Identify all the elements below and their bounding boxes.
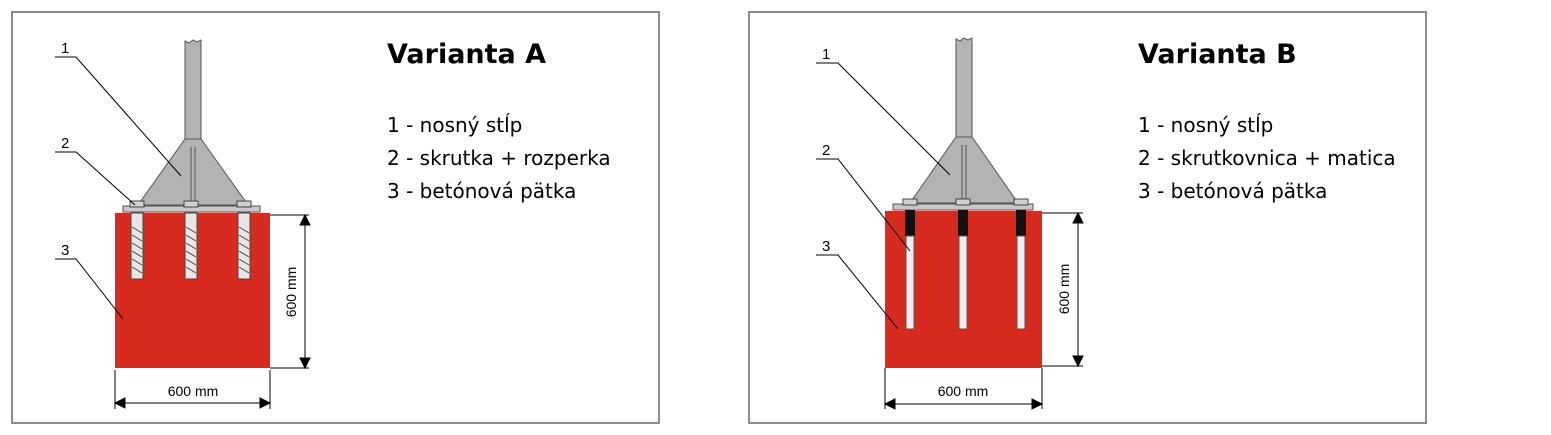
- callout-2: 2: [822, 142, 830, 159]
- variant-b-title: Varianta B: [1138, 39, 1297, 70]
- width-dimension: [883, 368, 1044, 410]
- gusset-plate: [137, 138, 249, 206]
- anchor-bolt-center: [183, 200, 199, 280]
- legend-item: 3 - betónová pätka: [387, 179, 577, 203]
- threaded-rod-center: [955, 198, 971, 330]
- variant-a-title: Varianta A: [387, 39, 547, 70]
- height-dimension-label: 600 mm: [283, 267, 299, 318]
- anchor-bolt-left: [129, 200, 145, 280]
- variant-b-legend: 1 - nosný stĺp 2 - skrutkovnica + matica…: [1138, 109, 1396, 208]
- callout-2: 2: [61, 135, 69, 152]
- callout-1: 1: [61, 40, 69, 57]
- leader-lines: [816, 62, 951, 330]
- callout-1: 1: [822, 46, 830, 63]
- height-dimension: [270, 213, 311, 370]
- variant-a-panel: 1 2 3 600 mm 600 mm Varianta A 1 - nosný…: [11, 11, 660, 424]
- variant-b-panel: 1 2 3 600 mm 600 mm Varianta B 1 - nosný…: [748, 11, 1427, 424]
- legend-item: 1 - nosný stĺp: [387, 113, 523, 137]
- width-dimension: [113, 370, 272, 409]
- anchor-bolt-right: [236, 200, 252, 280]
- height-dimension: [1042, 211, 1084, 368]
- width-dimension-label: 600 mm: [168, 383, 219, 399]
- legend-item: 3 - betónová pätka: [1138, 179, 1328, 203]
- legend-item: 2 - skrutkovnica + matica: [1138, 146, 1396, 170]
- callout-3: 3: [822, 238, 830, 255]
- gusset-plate: [909, 136, 1019, 204]
- legend-item: 1 - nosný stĺp: [1138, 113, 1274, 137]
- leader-lines: [55, 56, 182, 320]
- width-dimension-label: 600 mm: [938, 383, 989, 399]
- support-post: [955, 37, 973, 138]
- variant-b-diagram: 1 2 3 600 mm 600 mm: [816, 37, 1084, 410]
- threaded-rod-right: [1013, 198, 1029, 330]
- threaded-rod-left: [902, 198, 918, 330]
- legend-item: 2 - skrutka + rozperka: [387, 146, 611, 170]
- support-post: [184, 39, 202, 140]
- height-dimension-label: 600 mm: [1056, 264, 1072, 315]
- variant-a-legend: 1 - nosný stĺp 2 - skrutka + rozperka 3 …: [387, 109, 611, 208]
- variant-a-diagram: 1 2 3 600 mm 600 mm: [55, 39, 311, 409]
- callout-3: 3: [61, 242, 69, 259]
